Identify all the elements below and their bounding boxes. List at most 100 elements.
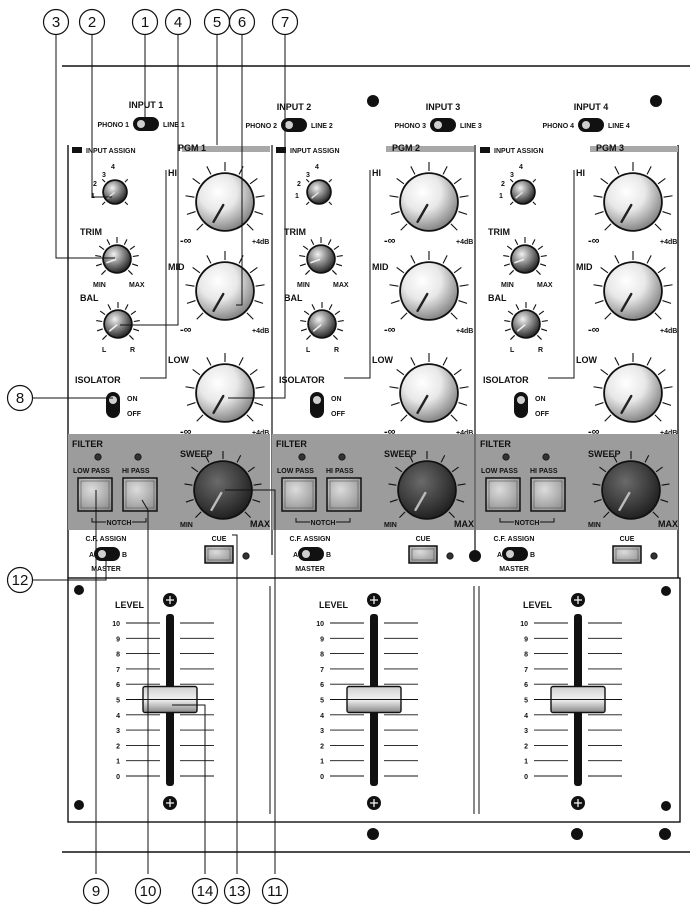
sweep-knob[interactable] xyxy=(184,451,262,520)
screw-dot xyxy=(469,550,481,562)
knob-tick xyxy=(300,320,307,323)
input-line-label: LINE 1 xyxy=(163,122,185,129)
sweep-min-label: MIN xyxy=(180,522,193,529)
knob-cap xyxy=(401,365,457,421)
input-source-switch[interactable] xyxy=(430,118,456,132)
trim-max-label: MAX xyxy=(537,282,553,289)
hi-label: HI xyxy=(372,168,381,178)
assign-tick-2: 2 xyxy=(501,181,505,188)
sweep-min-label: MIN xyxy=(588,522,601,529)
knob-tick xyxy=(400,312,408,320)
isolator-switch[interactable] xyxy=(514,392,528,418)
input-phono-label: PHONO 2 xyxy=(245,123,277,130)
low-eq-knob[interactable] xyxy=(185,353,265,423)
knob-tick xyxy=(99,310,106,316)
knob-tick xyxy=(238,255,244,264)
mid-eq-knob[interactable] xyxy=(593,251,673,321)
level-fader-cap[interactable] xyxy=(142,685,198,714)
low-pass-button[interactable] xyxy=(281,477,317,512)
level-fader-cap[interactable] xyxy=(346,685,402,714)
low-pass-button[interactable] xyxy=(77,477,113,512)
hi-pass-button[interactable] xyxy=(122,477,158,512)
hi-eq-knob[interactable] xyxy=(389,162,469,232)
knob-pointer xyxy=(416,203,429,224)
cue-button[interactable] xyxy=(612,545,642,564)
knob-tick xyxy=(458,300,468,304)
cf-assign-switch[interactable] xyxy=(502,547,528,561)
callout-circle xyxy=(228,8,256,36)
button-inner xyxy=(488,480,518,509)
hi-pass-led xyxy=(134,453,142,461)
bal-knob[interactable] xyxy=(300,302,344,340)
knob-pointer xyxy=(620,203,633,224)
isolator-switch[interactable] xyxy=(310,392,324,418)
knob-tick xyxy=(654,414,662,422)
trim-knob[interactable] xyxy=(95,237,139,275)
input-assign-knob[interactable] xyxy=(101,178,129,206)
input-source-switch[interactable] xyxy=(133,117,159,131)
level-fader-cap[interactable] xyxy=(550,685,606,714)
knob-pointer xyxy=(514,258,525,264)
notch-bracket-right xyxy=(336,518,351,523)
notch-bracket-right xyxy=(132,518,147,523)
scale-tick-label: 10 xyxy=(520,621,528,628)
cue-label: CUE xyxy=(212,536,227,543)
mid-eq-knob[interactable] xyxy=(185,251,265,321)
hi-pass-button[interactable] xyxy=(326,477,362,512)
isolator-label: ISOLATOR xyxy=(75,375,121,385)
hi-eq-knob[interactable] xyxy=(593,162,673,232)
knob-tick xyxy=(594,300,604,304)
trim-knob[interactable] xyxy=(503,237,547,275)
low-eq-knob[interactable] xyxy=(389,353,469,423)
knob-tick xyxy=(507,310,514,316)
low-pass-button[interactable] xyxy=(485,477,521,512)
sweep-knob[interactable] xyxy=(592,451,670,520)
callout-number: 11 xyxy=(267,883,283,900)
cue-button[interactable] xyxy=(408,545,438,564)
knob-pointer xyxy=(517,324,526,332)
knob-tick xyxy=(98,245,105,251)
toggle-body xyxy=(514,392,528,418)
knob-tick xyxy=(206,255,212,264)
sweep-knob[interactable] xyxy=(388,451,466,520)
knob-tick xyxy=(123,239,128,245)
cf-a-label: A xyxy=(89,552,94,559)
input-source-switch[interactable] xyxy=(578,118,604,132)
bal-knob[interactable] xyxy=(504,302,548,340)
callout-circle xyxy=(42,8,70,36)
low-eq-knob[interactable] xyxy=(593,353,673,423)
mid-eq-knob[interactable] xyxy=(389,251,469,321)
input-assign-knob[interactable] xyxy=(305,178,333,206)
hi-neg-inf-label: -∞ xyxy=(180,235,192,247)
trim-max-label: MAX xyxy=(129,282,145,289)
hi-eq-knob[interactable] xyxy=(185,162,265,232)
input-assign-knob[interactable] xyxy=(509,178,537,206)
bal-knob[interactable] xyxy=(96,302,140,340)
screw-dot xyxy=(650,95,662,107)
screw-dot xyxy=(367,828,379,840)
knob-tick xyxy=(612,455,618,463)
knob-tick xyxy=(299,255,306,258)
isolator-switch[interactable] xyxy=(106,392,120,418)
trim-knob[interactable] xyxy=(299,237,343,275)
isolator-off-label: OFF xyxy=(535,411,550,418)
callout-number: 9 xyxy=(92,883,100,900)
knob-tick xyxy=(196,312,204,320)
hi-plus4-label: +4dB xyxy=(252,239,269,246)
input-source-switch[interactable] xyxy=(281,118,307,132)
cf-assign-switch[interactable] xyxy=(298,547,324,561)
knob-tick xyxy=(661,483,670,486)
bal-label: BAL xyxy=(488,293,507,303)
isolator-bracket xyxy=(548,170,575,379)
callout-3: 3 xyxy=(42,8,70,36)
knob-tick xyxy=(331,269,337,275)
knob-cap xyxy=(104,181,126,203)
knob-pointer xyxy=(620,394,633,415)
cf-assign-switch[interactable] xyxy=(94,547,120,561)
sweep-label: SWEEP xyxy=(588,449,621,459)
knob-tick xyxy=(132,255,139,258)
cue-button[interactable] xyxy=(204,545,234,564)
hi-pass-button[interactable] xyxy=(530,477,566,512)
